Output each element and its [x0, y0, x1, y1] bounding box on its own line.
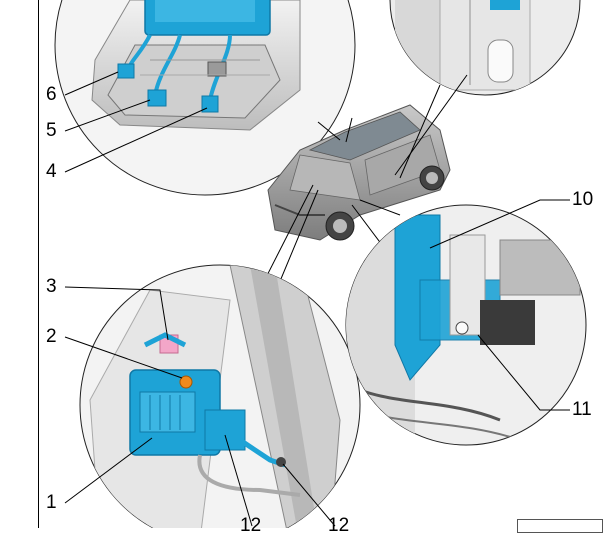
callout-label-6: 6	[46, 84, 57, 105]
corner-reference-box	[517, 519, 603, 533]
leader-lines	[64, 71, 570, 527]
callout-label-12-right: 12	[328, 515, 350, 536]
callout-label-12-left: 12	[240, 515, 262, 536]
detail-control-unit	[79, 264, 361, 528]
callout-label-5: 5	[46, 120, 57, 141]
callout-label-3: 3	[46, 276, 57, 297]
callout-label-4: 4	[46, 161, 57, 182]
detail-trim-panel	[389, 0, 581, 96]
callout-label-2: 2	[46, 326, 57, 347]
detail-side-module	[345, 204, 587, 446]
frame-border-line	[38, 0, 39, 528]
callout-label-11: 11	[572, 399, 592, 420]
detail-roof-console	[54, 0, 356, 196]
callout-label-1: 1	[46, 492, 57, 513]
callout-label-10: 10	[572, 189, 594, 210]
car-overview	[267, 104, 451, 241]
